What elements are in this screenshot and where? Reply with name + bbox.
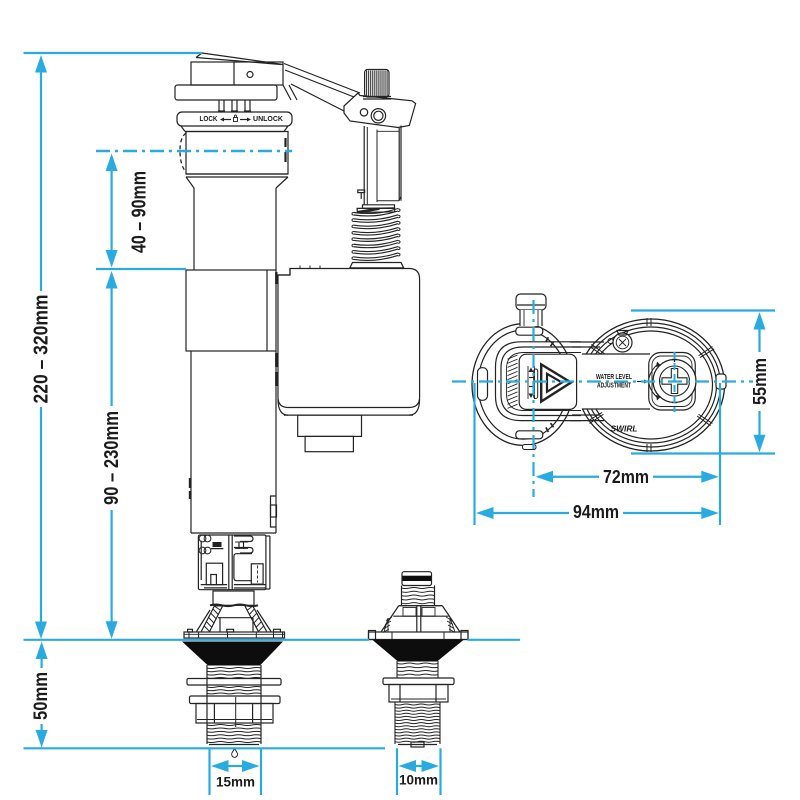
svg-text:90 – 230mm: 90 – 230mm xyxy=(100,411,123,505)
svg-text:10mm: 10mm xyxy=(399,773,438,788)
svg-text:UNLOCK: UNLOCK xyxy=(253,116,283,123)
svg-text:72mm: 72mm xyxy=(603,467,649,487)
svg-text:220 – 320mm: 220 – 320mm xyxy=(30,295,53,404)
svg-text:SWIRL: SWIRL xyxy=(611,424,638,434)
svg-text:55mm: 55mm xyxy=(750,358,770,405)
svg-text:40 – 90mm: 40 – 90mm xyxy=(128,171,151,253)
svg-text:15mm: 15mm xyxy=(216,775,255,790)
svg-text:94mm: 94mm xyxy=(573,502,619,522)
svg-text:50mm: 50mm xyxy=(31,672,52,720)
svg-text:WATER LEVEL: WATER LEVEL xyxy=(596,374,633,381)
svg-text:ADJUSTMENT: ADJUSTMENT xyxy=(597,383,632,390)
svg-text:LOCK: LOCK xyxy=(200,116,218,123)
